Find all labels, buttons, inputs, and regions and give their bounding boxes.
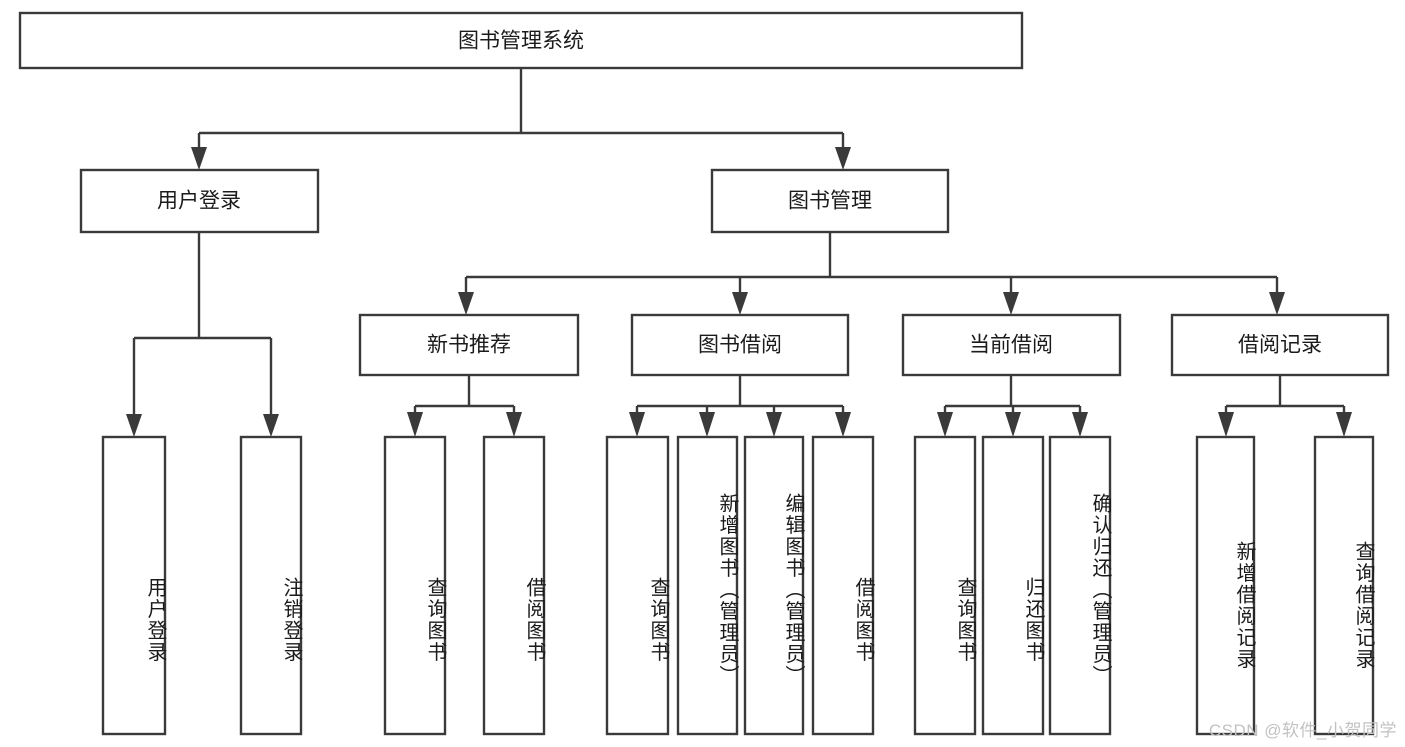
node-current-borrow-box[interactable]: [901, 313, 1122, 377]
node-book-borrow-box[interactable]: [630, 313, 850, 377]
arrow-head-leaf-logout: [263, 414, 279, 437]
node-book-manage[interactable]: 图书管理: [710, 168, 950, 234]
arrow-head-current-borrow: [1003, 292, 1019, 315]
node-book-manage-box[interactable]: [710, 168, 950, 234]
node-root[interactable]: 图书管理系统: [18, 11, 1024, 70]
arrow-head-leaf-borrow-book-b: [835, 412, 851, 437]
connector-group-book-borrow: [629, 375, 851, 437]
arrow-head-leaf-query-book-b: [629, 412, 645, 437]
leaf-box-confirm-return-admin[interactable]: [1048, 435, 1112, 736]
arrow-head-borrow-record: [1269, 292, 1285, 315]
arrow-head-book-manage: [835, 147, 851, 170]
leaf-box-query-book-a[interactable]: [383, 435, 447, 736]
node-book-borrow[interactable]: 图书借阅: [630, 313, 850, 377]
arrow-head-leaf-return-book: [1005, 412, 1021, 437]
node-root-box[interactable]: [18, 11, 1024, 70]
node-borrow-record[interactable]: 借阅记录: [1170, 313, 1390, 377]
node-current-borrow-label: 当前借阅: [969, 334, 1053, 357]
node-borrow-record-box[interactable]: [1170, 313, 1390, 377]
node-book-borrow-label: 图书借阅: [698, 334, 782, 357]
node-new-book-rec-box[interactable]: [358, 313, 580, 377]
connector-group-user-login: [126, 232, 279, 437]
connector-group-book-manage: [458, 232, 1285, 315]
arrow-head-leaf-user-login: [126, 414, 142, 437]
node-user-login[interactable]: 用户登录: [79, 168, 320, 234]
leaf-box-query-book-c[interactable]: [913, 435, 977, 736]
arrow-head-user-login: [191, 147, 207, 170]
csdn-watermark: CSDN @软件_小贺同学: [1208, 721, 1397, 740]
node-new-book-rec-label: 新书推荐: [427, 334, 511, 357]
leaf-box-add-book-admin[interactable]: [676, 435, 739, 736]
arrow-head-leaf-add-borrow-record: [1218, 412, 1234, 437]
connector-group-new-book-rec: [407, 375, 522, 437]
node-root-label: 图书管理系统: [458, 30, 584, 53]
arrow-head-leaf-confirm-return: [1072, 412, 1088, 437]
leaf-box-logout[interactable]: [239, 435, 303, 736]
leaf-box-borrow-book-a[interactable]: [482, 435, 546, 736]
node-user-login-label: 用户登录: [157, 190, 241, 213]
node-borrow-record-label: 借阅记录: [1238, 334, 1322, 357]
leaf-box-edit-book-admin[interactable]: [743, 435, 805, 736]
leaf-boxes-group: [101, 435, 1375, 736]
leaf-box-return-book[interactable]: [981, 435, 1045, 736]
connector-group-root: [191, 68, 851, 170]
connector-group-borrow-record: [1218, 375, 1352, 437]
arrow-head-book-borrow: [732, 292, 748, 315]
leaf-box-borrow-book-b[interactable]: [811, 435, 875, 736]
leaf-box-query-borrow-record[interactable]: [1313, 435, 1375, 736]
arrow-head-leaf-query-book-c: [937, 412, 953, 437]
node-book-manage-label: 图书管理: [788, 190, 872, 213]
arrow-head-leaf-borrow-book-a: [506, 412, 522, 437]
arrow-head-leaf-edit-book-admin: [766, 412, 782, 437]
leaf-box-add-borrow-record[interactable]: [1195, 435, 1256, 736]
node-user-login-box[interactable]: [79, 168, 320, 234]
connector-group-current-borrow: [937, 375, 1088, 437]
leaf-box-query-book-b[interactable]: [605, 435, 670, 736]
arrow-head-leaf-add-book-admin: [699, 412, 715, 437]
arrow-head-leaf-query-borrow-record: [1336, 412, 1352, 437]
node-new-book-rec[interactable]: 新书推荐: [358, 313, 580, 377]
arrow-head-leaf-query-book-a: [407, 412, 423, 437]
leaf-box-user-login[interactable]: [101, 435, 167, 736]
node-current-borrow[interactable]: 当前借阅: [901, 313, 1122, 377]
arrow-head-new-book-rec: [458, 292, 474, 315]
